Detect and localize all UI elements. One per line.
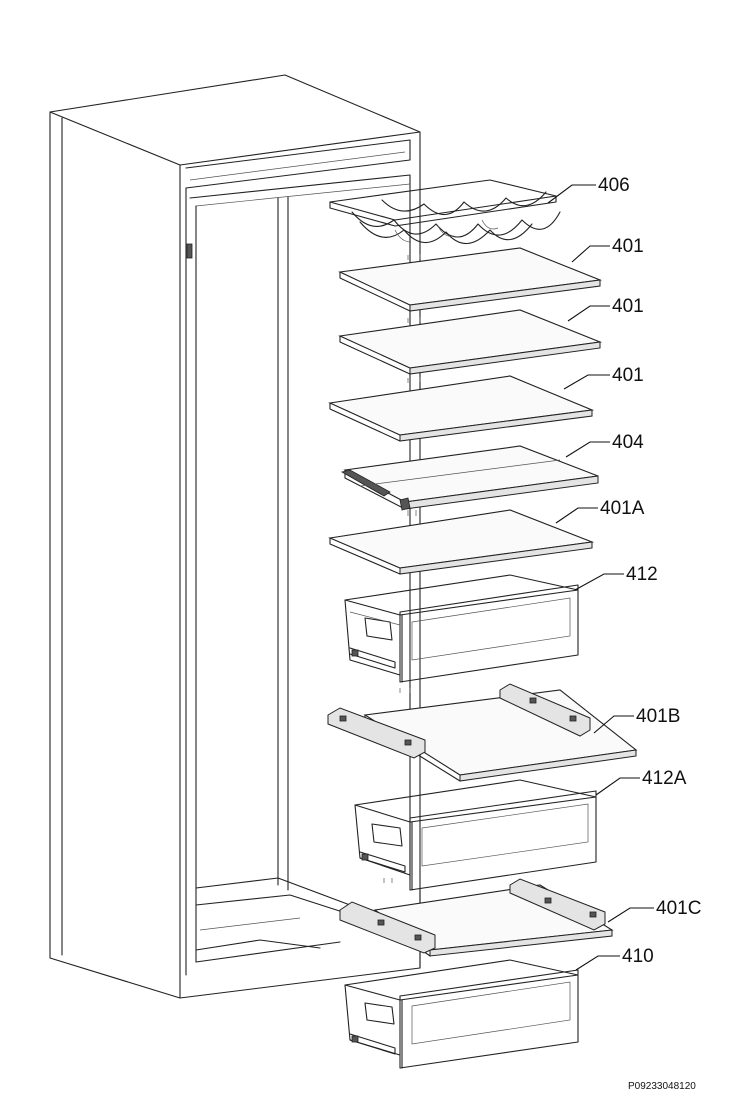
- label-401-b: 401: [612, 296, 644, 317]
- leader-lines: [547, 184, 654, 971]
- label-401-a: 401: [612, 236, 644, 257]
- part-labels: 406 401 401 401 404 401A 412 401B 412A 4…: [598, 175, 701, 967]
- drawer-1: [344, 574, 579, 683]
- shelf-2: [338, 309, 603, 375]
- label-412: 412: [626, 564, 658, 585]
- label-412A: 412A: [642, 768, 687, 789]
- shelf-3: [328, 375, 595, 442]
- shelf-6: [327, 683, 638, 782]
- label-410: 410: [622, 946, 654, 967]
- shelf-5: [328, 509, 595, 575]
- label-401B: 401B: [636, 706, 680, 727]
- label-404: 404: [612, 432, 644, 453]
- label-401C: 401C: [656, 898, 701, 919]
- shelf-4: [340, 445, 599, 511]
- shelf-7: [339, 878, 614, 957]
- label-406: 406: [598, 175, 630, 196]
- label-401-c: 401: [612, 365, 644, 386]
- drawer-2: [354, 779, 597, 891]
- wine-rack: [329, 179, 561, 245]
- reference-code: P09233048120: [628, 1081, 696, 1092]
- drawer-3: [344, 959, 579, 1069]
- shelf-1: [338, 247, 603, 312]
- label-401A: 401A: [600, 498, 645, 519]
